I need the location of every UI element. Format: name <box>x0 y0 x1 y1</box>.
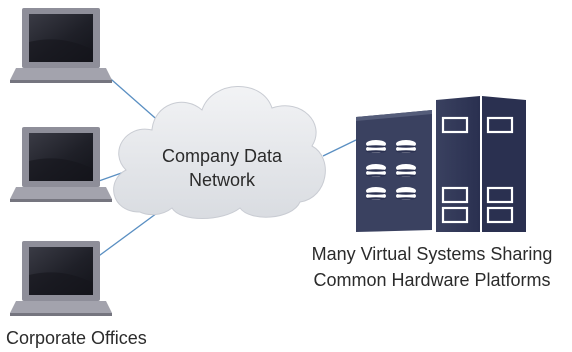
offices-caption: Corporate Offices <box>6 328 147 348</box>
laptop-icon-middle <box>10 127 112 202</box>
tower-server-icon-right <box>482 96 526 232</box>
storage-server-icon <box>356 110 432 232</box>
cloud-label-line2: Network <box>189 170 256 190</box>
connector-line-servers <box>322 139 357 157</box>
servers-caption-line2: Common Hardware Platforms <box>313 270 550 290</box>
cloud-label-line1: Company Data <box>162 146 283 166</box>
tower-server-icon-left <box>436 96 480 232</box>
servers-caption-line1: Many Virtual Systems Sharing <box>312 244 553 264</box>
laptop-icon-top <box>10 8 112 83</box>
cloud-icon <box>113 86 326 219</box>
laptop-icon-bottom <box>10 241 112 316</box>
